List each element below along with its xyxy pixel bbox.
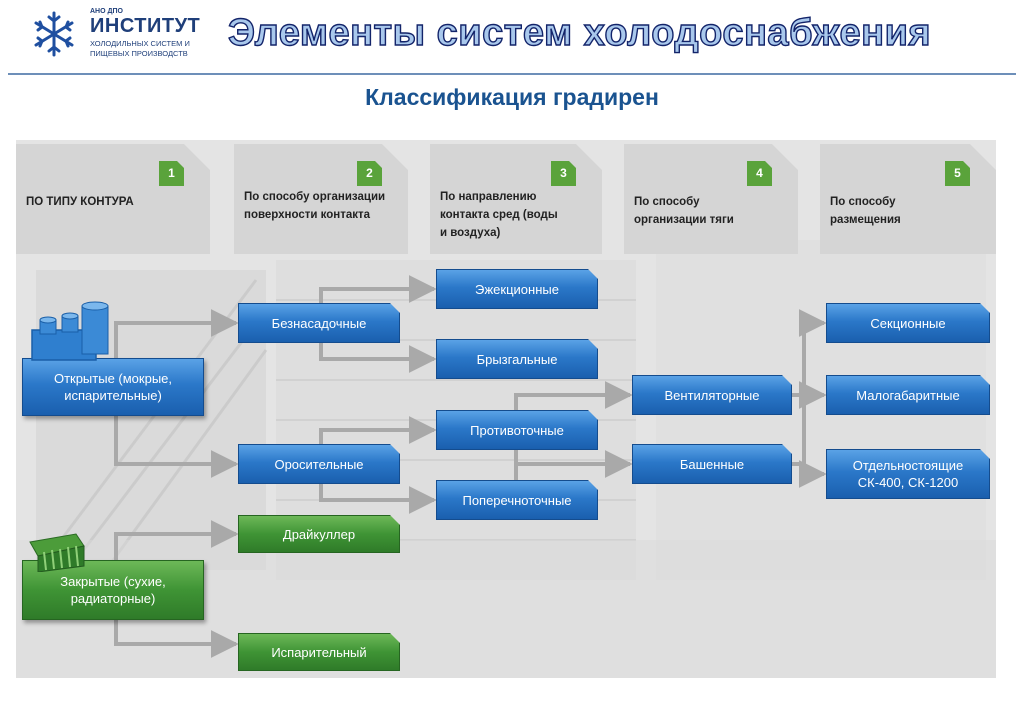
node-open-type: Открытые (мокрые, испарительные) — [22, 358, 204, 416]
diagram-panel: 1 ПО ТИПУ КОНТУРА 2 По способу организац… — [16, 140, 996, 678]
node-compact: Малогабаритные — [826, 375, 990, 415]
node-ejection: Эжекционные — [436, 269, 598, 309]
node-counterflow: Противоточные — [436, 410, 598, 450]
node-freestanding: Отдельностоящие СК-400, СК-1200 — [826, 449, 990, 499]
institute-logo: АНО ДПО ИНСТИТУТ ХОЛОДИЛЬНЫХ СИСТЕМ И ПИ… — [30, 8, 230, 60]
node-tower: Башенные — [632, 444, 792, 484]
slide-title: Элементы систем холодоснабжения — [228, 12, 931, 55]
logo-subtitle-line-2: ПИЩЕВЫХ ПРОИЗВОДСТВ — [90, 49, 188, 58]
logo-org-form: АНО ДПО — [90, 8, 123, 15]
node-no-fill: Безнасадочные — [238, 303, 400, 343]
node-irrigation: Оросительные — [238, 444, 400, 484]
logo-name: ИНСТИТУТ — [90, 15, 200, 38]
snowflake-icon — [30, 10, 78, 58]
node-drycooler: Драйкуллер — [238, 515, 400, 553]
header-divider — [8, 73, 1016, 75]
slide-subtitle: Классификация градирен — [0, 84, 1024, 111]
node-evaporative: Испарительный — [238, 633, 400, 671]
node-fan: Вентиляторные — [632, 375, 792, 415]
node-sectional: Секционные — [826, 303, 990, 343]
node-spray: Брызгальные — [436, 339, 598, 379]
node-crossflow: Поперечноточные — [436, 480, 598, 520]
radiator-icon — [28, 532, 88, 572]
logo-subtitle-line-1: ХОЛОДИЛЬНЫХ СИСТЕМ И — [90, 39, 190, 48]
cooling-tower-icon — [30, 300, 116, 364]
